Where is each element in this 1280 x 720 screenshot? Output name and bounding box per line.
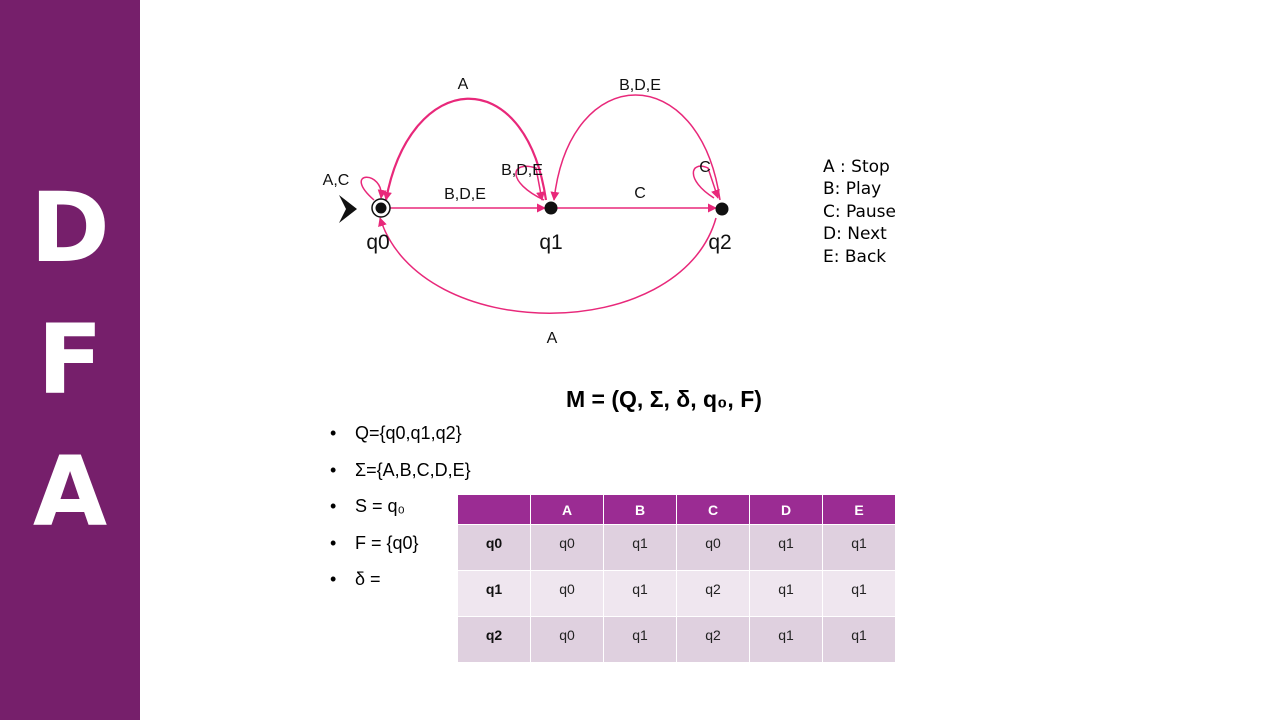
table-header-cell (457, 494, 531, 525)
label-q1-q0-top: A (458, 76, 469, 93)
table-header-cell: B (603, 494, 677, 525)
state-q1-label: q1 (539, 231, 562, 254)
label-q0-self: A,C (323, 172, 350, 189)
bullet-alphabet: Σ={A,B,C,D,E} (330, 458, 471, 495)
table-cell: q1 (749, 570, 823, 617)
legend-item: B: Play (823, 179, 882, 200)
table-row: q0 q0 q1 q0 q1 q1 (457, 524, 896, 571)
start-arrow (339, 195, 357, 223)
table-header-cell: A (530, 494, 604, 525)
table-cell: q2 (676, 570, 750, 617)
legend-item: A : Stop (823, 157, 890, 177)
table-header-cell: E (822, 494, 896, 525)
table-cell: q1 (603, 616, 677, 663)
state-q2-label: q2 (708, 231, 731, 254)
legend-item: E: Back (823, 246, 887, 267)
table-row-state: q0 (457, 524, 531, 571)
state-q0-label: q0 (366, 231, 389, 254)
edge-q2-self (692, 165, 720, 199)
table-cell: q1 (749, 616, 823, 663)
table-cell: q1 (822, 570, 896, 617)
table-header-cell: D (749, 494, 823, 525)
dfa-state-diagram: q0 q1 q2 A,C B,D,E A B,D,E B,D,E C C A (323, 76, 732, 347)
table-row-state: q1 (457, 570, 531, 617)
table-row: q2 q0 q1 q2 q1 q1 (457, 616, 896, 663)
symbol-legend: A : Stop B: Play C: Pause D: Next E: Bac… (823, 156, 896, 268)
table-cell: q1 (749, 524, 823, 571)
label-q1-self: B,D,E (501, 162, 543, 179)
legend-item: C: Pause (823, 201, 896, 222)
table-row: q1 q0 q1 q2 q1 q1 (457, 570, 896, 617)
dfa-formula: M = (Q, Σ, δ, q₀, F) (566, 386, 762, 412)
transition-table: A B C D E q0 q0 q1 q0 q1 q1 q1 q0 q1 q2 … (457, 494, 896, 663)
table-cell: q2 (676, 616, 750, 663)
sidebar-letter-d: D (30, 172, 110, 284)
sidebar-letter-a: A (32, 436, 108, 548)
table-cell: q0 (676, 524, 750, 571)
sidebar-letter-f: F (37, 304, 103, 416)
state-q0 (375, 202, 387, 214)
sidebar: D F A (0, 0, 140, 720)
label-q1-q2: C (634, 185, 646, 202)
table-header-row: A B C D E (457, 494, 896, 525)
table-cell: q1 (822, 524, 896, 571)
table-cell: q0 (530, 570, 604, 617)
edge-q1-self (515, 165, 545, 201)
table-cell: q1 (603, 570, 677, 617)
edge-q1-q0-top (383, 97, 548, 201)
state-q1 (544, 201, 558, 215)
table-row-state: q2 (457, 616, 531, 663)
label-q2-self: C (699, 159, 711, 176)
label-q2-q0-bottom: A (547, 330, 558, 347)
edge-q0-self (360, 176, 387, 201)
label-q0-q1: B,D,E (444, 186, 486, 203)
bullet-start-state: S = q₀ (330, 494, 471, 531)
bullet-final-states: F = {q0} (330, 531, 471, 568)
table-cell: q0 (530, 616, 604, 663)
legend-item: D: Next (823, 224, 887, 245)
bullet-states: Q={q0,q1,q2} (330, 421, 471, 458)
state-q2 (715, 202, 729, 216)
definition-list: Q={q0,q1,q2} Σ={A,B,C,D,E} S = q₀ F = {q… (330, 421, 471, 604)
table-header-cell: C (676, 494, 750, 525)
label-q2-q1-top: B,D,E (619, 77, 661, 94)
table-cell: q1 (603, 524, 677, 571)
edge-q2-q1-top (550, 94, 721, 201)
bullet-transition-function: δ = (330, 567, 471, 604)
table-cell: q1 (822, 616, 896, 663)
edge-q2-q0-bottom (378, 217, 717, 314)
table-cell: q0 (530, 524, 604, 571)
